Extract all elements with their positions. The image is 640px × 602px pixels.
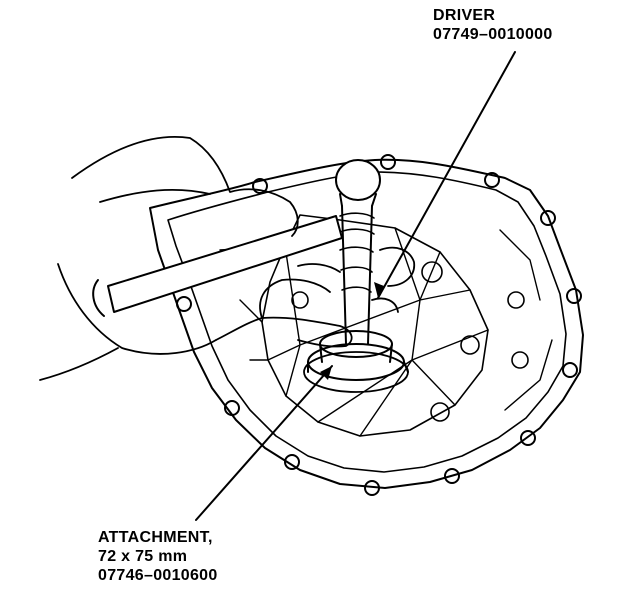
driver-leader-arrow [374,282,384,298]
attachment-size: 72 x 75 mm [98,548,188,565]
attachment-part-number: 07746–0010600 [98,567,218,584]
attachment-callout: ATTACHMENT, 72 x 75 mm 07746–0010600 [98,528,218,585]
attachment-label: ATTACHMENT, [98,529,213,546]
attachment-leader-arrow [320,366,332,380]
driver-tool [335,159,381,345]
attachment-leader-line [195,365,333,521]
driver-label: DRIVER [433,7,496,24]
driver-leader-line [377,51,516,299]
attachment-tool [303,330,409,393]
driver-callout: DRIVER 07749–0010000 [433,6,553,44]
hands [39,136,416,381]
driver-part-number: 07749–0010000 [433,26,553,43]
hammer [92,215,343,317]
transmission-housing [149,154,584,496]
